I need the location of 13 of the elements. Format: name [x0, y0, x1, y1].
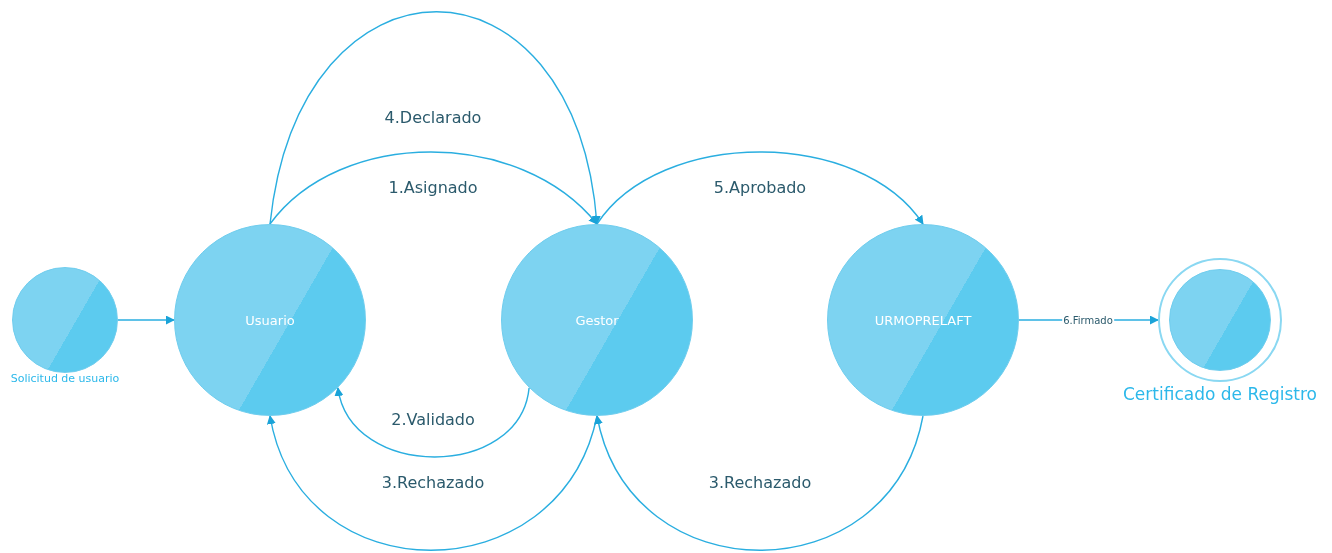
arrow: [267, 415, 598, 551]
state-label: Certificado de Registro: [1123, 384, 1317, 404]
arrow: [596, 151, 924, 225]
state-label: URMOPRELAFT: [874, 312, 972, 328]
state-label: Usuario: [245, 312, 295, 328]
arrow: [335, 387, 530, 458]
edge-label: 6.Firmado: [1062, 314, 1114, 326]
state-label: Solicitud de usuario: [10, 372, 120, 385]
arrow: [269, 151, 598, 225]
arrow: [269, 11, 601, 225]
state-label: Gestor: [575, 312, 619, 328]
arrow: [595, 415, 924, 551]
arrow: [117, 315, 175, 325]
